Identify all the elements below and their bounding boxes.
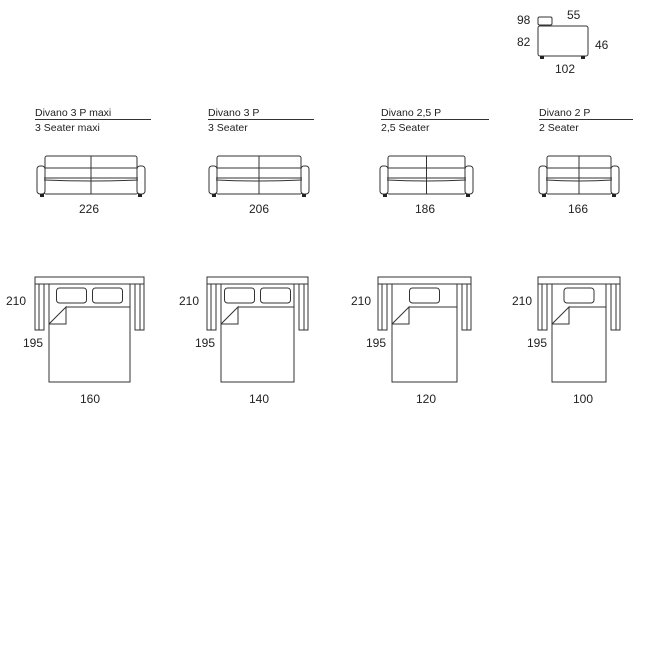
divider xyxy=(381,119,489,120)
dim-height-seat: 46 xyxy=(595,38,609,52)
dim-sofa-width: 206 xyxy=(249,202,270,216)
sofa-front-view-icon xyxy=(538,154,620,198)
dim-height-back: 98 xyxy=(517,13,531,27)
dim-sofa-width: 186 xyxy=(415,202,436,216)
model-name-en: 3 Seater maxi xyxy=(35,122,100,134)
model-name-en: 2,5 Seater xyxy=(381,122,430,134)
divider xyxy=(208,119,314,120)
model-name-en: 2 Seater xyxy=(539,122,579,134)
sofa-bed-open-icon xyxy=(378,277,471,383)
dim-mattress-length: 195 xyxy=(23,336,44,350)
dim-height-arm: 82 xyxy=(517,35,531,49)
sofa-front-view-icon xyxy=(208,154,310,198)
model-3-seater: Divano 3 P 3 Seater 206 210 195 140 xyxy=(0,0,330,420)
sofa-bed-open-icon xyxy=(35,277,144,383)
sofa-front-view-icon xyxy=(379,154,474,198)
divider xyxy=(539,119,633,120)
dim-seat-depth: 55 xyxy=(567,8,581,22)
divider xyxy=(35,119,151,120)
dim-mattress-length: 195 xyxy=(366,336,387,350)
dim-depth: 102 xyxy=(555,62,576,76)
model-2-5-seater: Divano 2,5 P 2,5 Seater 186 210 195 120 xyxy=(0,0,500,420)
sofa-bed-open-icon xyxy=(207,277,308,383)
model-name-en: 3 Seater xyxy=(208,122,248,134)
model-name-it: Divano 2 P xyxy=(539,107,591,119)
model-name-it: Divano 3 P xyxy=(208,107,260,119)
model-2-seater: Divano 2 P 2 Seater 166 210 195 100 xyxy=(512,107,633,406)
dim-mattress-width: 120 xyxy=(416,392,437,406)
model-3-seater-maxi: Divano 3 P maxi 3 Seater maxi 226 210 19… xyxy=(0,0,160,420)
model-name-it: Divano 3 P maxi xyxy=(35,107,112,119)
dim-bed-length: 210 xyxy=(179,294,200,308)
dim-bed-length: 210 xyxy=(351,294,372,308)
dim-sofa-width: 166 xyxy=(568,202,589,216)
dim-mattress-width: 160 xyxy=(80,392,101,406)
dim-bed-length: 210 xyxy=(512,294,533,308)
model-name-it: Divano 2,5 P xyxy=(381,107,442,119)
dim-mattress-width: 100 xyxy=(573,392,594,406)
dim-bed-length: 210 xyxy=(6,294,27,308)
dim-mattress-width: 140 xyxy=(249,392,270,406)
side-view: 98 55 82 46 102 xyxy=(510,0,620,80)
dim-mattress-length: 195 xyxy=(527,336,548,350)
sofa-bed-open-icon xyxy=(538,277,620,383)
sofa-front-view-icon xyxy=(36,154,146,198)
dim-mattress-length: 195 xyxy=(195,336,216,350)
dim-sofa-width: 226 xyxy=(79,202,100,216)
sofa-side-profile-icon xyxy=(536,12,596,59)
